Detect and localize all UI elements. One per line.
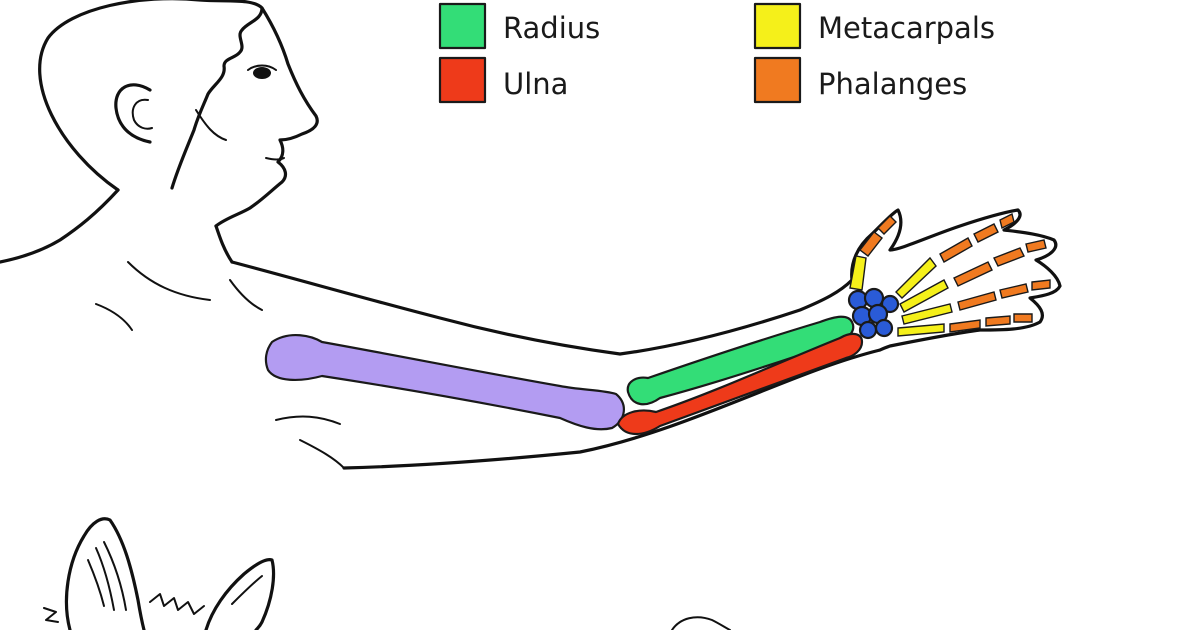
phalange-bone	[957, 291, 997, 311]
phalange-bone	[953, 261, 993, 287]
human-ear	[114, 83, 152, 144]
human-collar-line	[95, 303, 133, 331]
bat-right-ear	[204, 558, 276, 630]
bat-left-ear-inner	[95, 547, 115, 611]
carpal-bones	[847, 287, 900, 340]
phalange-bone	[993, 247, 1025, 267]
humerus-bone	[264, 334, 625, 431]
legend-item-metacarpals: Metacarpals	[753, 2, 995, 50]
legend-item-ulna: Ulna	[438, 56, 568, 104]
bat-left-ear-ridge-1	[87, 559, 105, 607]
human-arm-upper-outline	[230, 260, 854, 356]
ulna-bone	[616, 332, 864, 436]
legend-swatch-ulna	[438, 56, 487, 104]
human-torso-side	[299, 439, 345, 469]
carpal-bone	[858, 320, 878, 340]
human-arm-lower-outline	[342, 348, 882, 470]
legend-item-phalanges: Phalanges	[753, 56, 967, 104]
human-ear-inner	[131, 98, 153, 130]
human-hand-outline	[850, 208, 1062, 352]
human-chest-line	[127, 261, 211, 301]
legend-label-metacarpals: Metacarpals	[818, 11, 995, 45]
phalange-bone	[999, 212, 1015, 230]
metacarpal-bone	[895, 256, 937, 299]
carpal-bone	[874, 318, 894, 338]
bat-right-ear-inner	[231, 575, 263, 605]
human-face-outline	[214, 6, 319, 228]
phalange-bones	[859, 212, 1051, 333]
human-pupil	[253, 67, 271, 79]
phalange-bone	[939, 237, 973, 263]
bat-wing-edge	[671, 616, 731, 630]
human-arm-bones	[264, 212, 1051, 436]
bat-fur	[43, 593, 205, 623]
legend-swatch-metacarpals	[753, 2, 802, 50]
metacarpal-bone	[899, 279, 949, 313]
phalange-bone	[859, 231, 883, 257]
phalange-bone	[1031, 279, 1051, 291]
phalange-bone	[1025, 239, 1047, 253]
phalange-bone	[877, 215, 897, 235]
legend: Radius Ulna Metacarpals Phalanges	[438, 2, 995, 104]
phalange-bone	[999, 283, 1029, 299]
legend-label-phalanges: Phalanges	[818, 67, 967, 101]
metacarpal-bone	[901, 303, 953, 325]
legend-label-ulna: Ulna	[503, 67, 568, 101]
phalange-bone	[949, 319, 981, 333]
human-head-outline	[38, 0, 264, 192]
human-eye	[247, 64, 277, 71]
phalange-bone	[973, 223, 999, 243]
metacarpal-bones	[849, 255, 953, 337]
metacarpal-bone	[849, 255, 867, 291]
legend-swatch-phalanges	[753, 56, 802, 104]
phalange-bone	[985, 315, 1011, 327]
human-figure	[0, 0, 1062, 470]
phalange-bone	[1013, 313, 1033, 323]
bat-left-ear-ridge-2	[103, 541, 127, 611]
human-neck-back	[0, 188, 120, 264]
human-mouth	[265, 157, 285, 161]
human-neck-front	[214, 224, 234, 264]
legend-label-radius: Radius	[503, 11, 600, 45]
human-cheek-line	[195, 109, 227, 141]
radius-bone	[626, 315, 855, 406]
bat-figure	[43, 517, 731, 630]
human-shoulder-line	[229, 279, 263, 311]
metacarpal-bone	[897, 323, 945, 337]
human-underarm	[275, 415, 341, 425]
legend-swatch-radius	[438, 2, 487, 50]
legend-item-radius: Radius	[438, 2, 600, 50]
